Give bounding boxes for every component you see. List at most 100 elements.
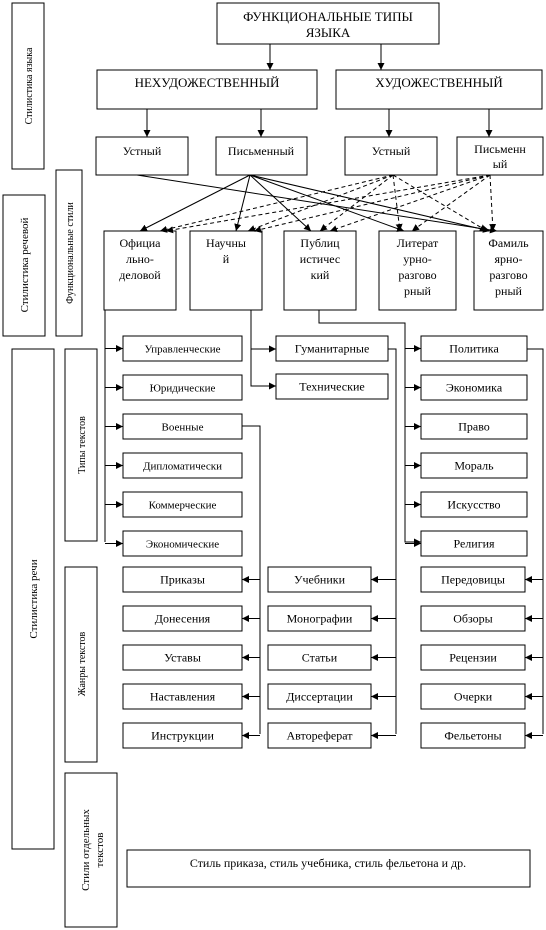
link-oral2-familiar	[392, 174, 488, 232]
type-official-5: Коммерческие	[122, 491, 243, 518]
link-oral1-familiar	[136, 174, 498, 234]
type-publicist-label-2: Экономика	[446, 381, 503, 395]
type-publicist-6: Религия	[420, 530, 528, 557]
style-1-line-1: Официа	[119, 236, 161, 250]
type-science-label-1: Гуманитарные	[295, 342, 370, 356]
type-official-1: Управленческие	[122, 335, 243, 362]
genre-official-label-4: Наставления	[150, 690, 216, 704]
genre-official-4: Наставления	[122, 683, 243, 710]
link-written2-official	[165, 174, 491, 234]
genre-science-label-5: Автореферат	[287, 729, 354, 743]
genre-science-3: Статьи	[267, 644, 372, 671]
genre-official-label-3: Уставы	[164, 651, 201, 665]
side-label-language-stylistics: Стилистика языка	[11, 2, 45, 170]
link-oral2-publicist	[319, 174, 394, 232]
title-line-1: ФУНКЦИОНАЛЬНЫЕ ТИПЫ	[243, 9, 413, 24]
type-science-1: Гуманитарные	[275, 335, 389, 362]
type-science-label-2: Технические	[299, 380, 364, 394]
style-3-line-1: Публиц	[300, 236, 340, 250]
individual-styles-line-2: текстов	[94, 833, 106, 868]
link-written1-literary	[249, 174, 405, 232]
oral-label-1: Устный	[123, 144, 162, 158]
side-label-text-genres: Жанры текстов	[64, 566, 98, 763]
genre-official-label-1: Приказы	[160, 573, 205, 587]
side-label-individual-styles: Стили отдельных текстов	[64, 772, 118, 928]
type-publicist-label-6: Религия	[453, 537, 495, 551]
written-label-2-line-2: ый	[493, 157, 508, 171]
genre-publicist-label-4: Очерки	[454, 690, 493, 704]
text-types-text: Типы текстов	[77, 416, 88, 474]
functional-types-box: ФУНКЦИОНАЛЬНЫЕ ТИПЫ ЯЗЫКА	[216, 2, 440, 45]
type-publicist-3: Право	[420, 413, 528, 440]
footer-box: Стиль приказа, стиль учебника, стиль фел…	[126, 849, 531, 888]
type-official-label-5: Коммерческие	[149, 500, 217, 512]
oral-label-2: Устный	[372, 144, 411, 158]
side-label-text-types: Типы текстов	[64, 348, 98, 542]
type-official-2: Юридические	[122, 374, 243, 401]
oral-box-2: Устный	[344, 136, 438, 176]
type-publicist-2: Экономика	[420, 374, 528, 401]
style-1-line-2: льно-	[126, 252, 154, 266]
link-written1-publicist	[249, 174, 312, 232]
type-official-label-1: Управленческие	[144, 344, 220, 356]
side-label-functional-styles: Функциональные стили	[55, 169, 83, 337]
text-genres-text: Жанры текстов	[77, 631, 88, 696]
genre-publicist-3: Рецензии	[420, 644, 526, 671]
genre-science-label-3: Статьи	[302, 651, 338, 665]
type-publicist-label-3: Право	[458, 420, 490, 434]
side-label-speech-stylistics: Стилистика речевой	[2, 194, 46, 337]
genre-science-2: Монографии	[267, 605, 372, 632]
style-2-line-2: й	[223, 252, 230, 266]
link-written2-familiar	[489, 174, 497, 232]
individual-styles-line-1: Стили отдельных	[80, 809, 92, 891]
type-publicist-label-1: Политика	[449, 342, 499, 356]
link-written1-science	[234, 174, 251, 232]
genre-publicist-2: Обзоры	[420, 605, 526, 632]
footer-text: Стиль приказа, стиль учебника, стиль фел…	[190, 856, 466, 870]
style-5-line-2: ярно-	[495, 252, 523, 266]
genre-publicist-1: Передовицы	[420, 566, 526, 593]
style-4-line-2: урно-	[403, 252, 431, 266]
nonfiction-box: НЕХУДОЖЕСТВЕННЫЙ	[96, 69, 318, 110]
type-official-3: Военные	[122, 413, 243, 440]
types-and-genres: УправленческиеЮридическиеВоенныеДипломат…	[105, 335, 543, 749]
style-3-line-2: истичес	[300, 252, 340, 266]
link-written1-official	[139, 174, 251, 232]
type-publicist-label-4: Мораль	[454, 459, 494, 473]
side-label-speech-stylistics-2: Стилистика речи	[11, 348, 55, 850]
type-official-4: Дипломатически	[122, 452, 243, 479]
functional-styles-text: Функциональные стили	[65, 201, 76, 303]
written-label-1: Письменный	[228, 144, 295, 158]
speech-stylistics-text: Стилистика речевой	[19, 218, 31, 313]
type-publicist-label-5: Искусство	[447, 498, 500, 512]
spine-humanities	[388, 348, 397, 734]
style-4-line-4: рный	[404, 284, 431, 298]
genre-publicist-label-3: Рецензии	[449, 651, 497, 665]
type-official-label-3: Военные	[162, 422, 204, 434]
link-oral2-science	[247, 174, 394, 232]
type-official-label-4: Дипломатически	[143, 461, 222, 473]
column-connectors	[104, 310, 544, 734]
style-1-line-3: деловой	[119, 268, 161, 282]
genre-official-1: Приказы	[122, 566, 243, 593]
written-label-2-line-1: Письменн	[474, 142, 526, 156]
style-5-line-3: разгово	[489, 268, 527, 282]
link-science-technical	[250, 310, 276, 390]
link-oral2-literary	[392, 174, 403, 232]
title-line-2: ЯЗЫКА	[306, 25, 351, 40]
type-official-label-6: Экономические	[146, 539, 219, 551]
spine-politics	[527, 348, 544, 734]
genre-official-5: Инструкции	[122, 722, 243, 749]
genre-science-label-4: Диссертации	[286, 690, 353, 704]
link-written2-literary	[411, 174, 491, 232]
type-official-6: Экономические	[122, 530, 243, 557]
spine-military	[242, 425, 261, 734]
genre-science-4: Диссертации	[267, 683, 372, 710]
fiction-box: ХУДОЖЕСТВЕННЫЙ	[335, 69, 543, 110]
link-oral2-official	[159, 174, 394, 233]
genre-publicist-label-5: Фельетоны	[444, 729, 501, 743]
